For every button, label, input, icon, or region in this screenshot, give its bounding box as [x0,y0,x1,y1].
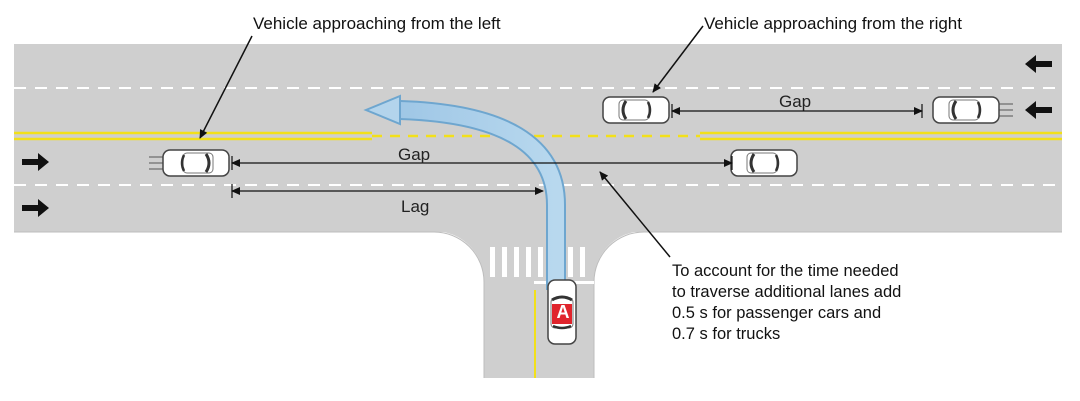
subject-car-icon [547,279,577,345]
center-line [14,131,1062,378]
arrow-right-icon [22,199,49,217]
left-corner-curb [434,231,484,281]
left-vehicle-label: Vehicle approaching from the left [253,14,501,33]
note-line: To account for the time needed [672,262,899,280]
right-vehicle-label: Vehicle approaching from the right [704,14,962,33]
note-line: 0.5 s for passenger cars and [672,304,882,322]
arrow-right-icon [22,153,49,171]
right-corner-curb [594,231,644,281]
note-line: 0.7 s for trucks [672,325,781,343]
note-line: to traverse additional lanes add [672,283,902,301]
leader-left-vehicle [199,35,253,139]
car-icon [730,149,798,177]
car-icon [932,96,1013,124]
turn-path-arrowhead [363,94,401,126]
leader-right-vehicle [652,25,704,93]
car-icon [602,96,670,124]
leader-note [599,171,671,258]
car-icon [149,149,230,177]
gap-upper-label: Gap [779,92,812,111]
subject-vehicle-label: A [556,302,570,322]
arrow-left-icon [1025,55,1052,73]
arrow-left-icon [1025,101,1052,119]
traverse-note: To account for the time needed to traver… [672,261,972,345]
lag-label: Lag [401,197,430,216]
gap-lower-label: Gap [398,145,431,164]
